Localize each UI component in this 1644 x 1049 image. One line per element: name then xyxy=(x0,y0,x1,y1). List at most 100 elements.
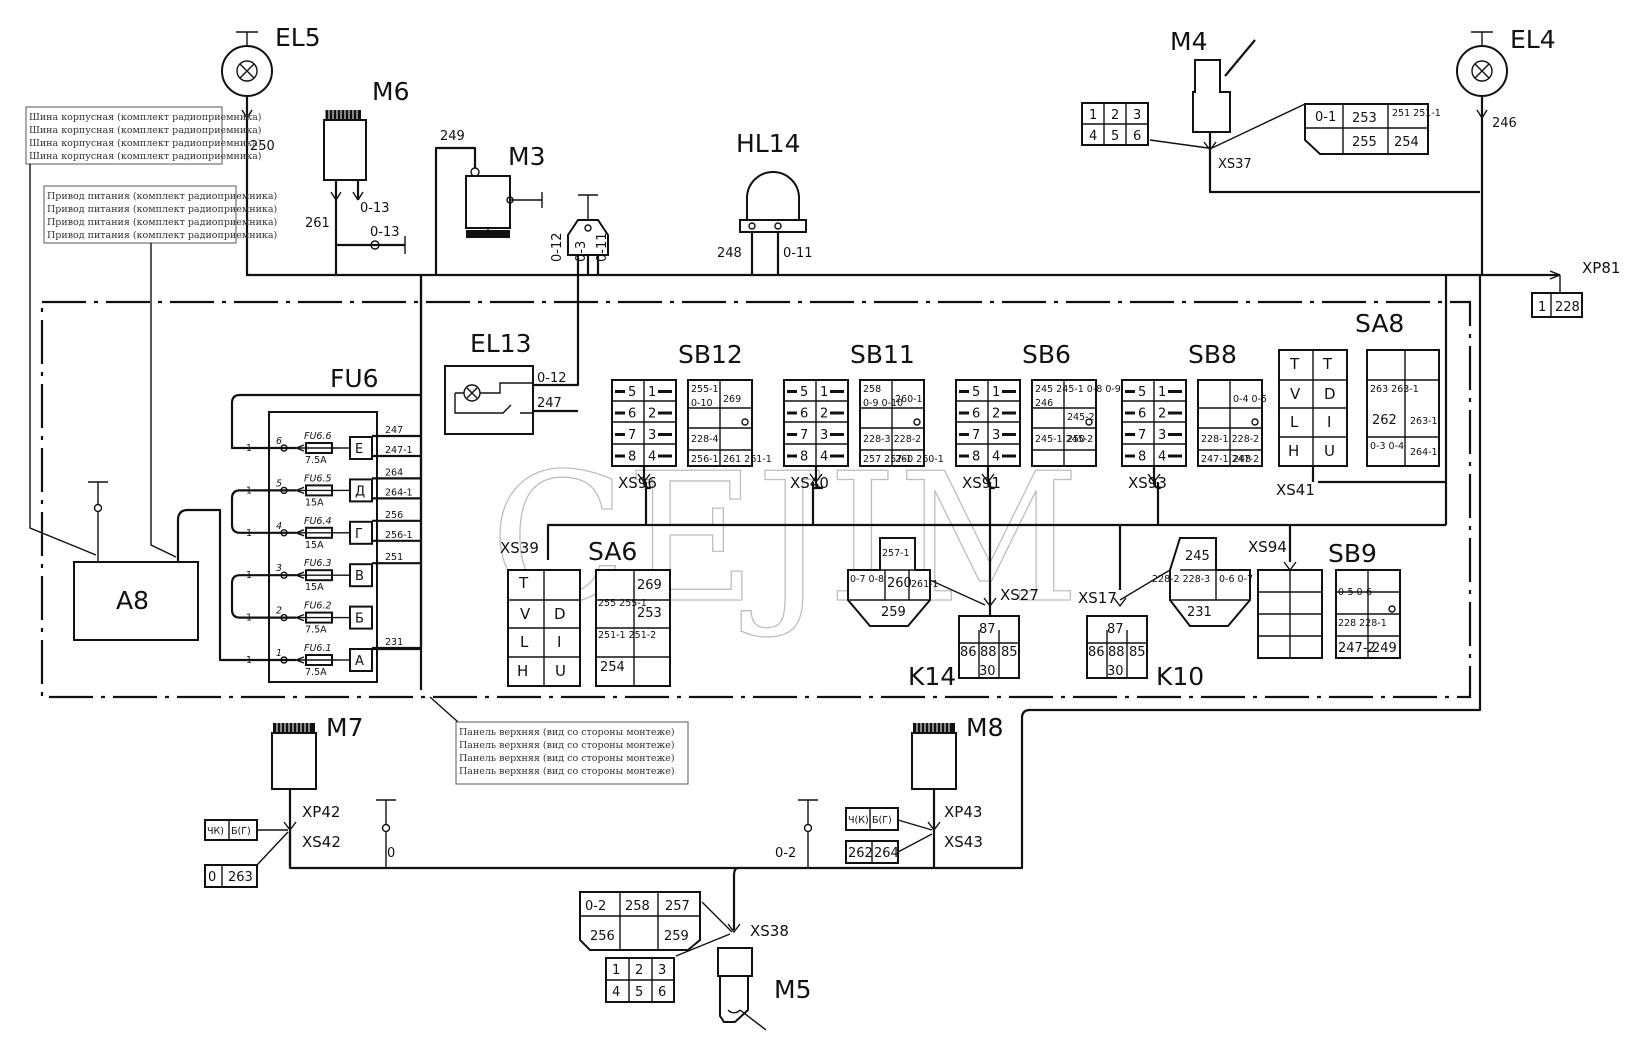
svg-text:86: 86 xyxy=(960,645,977,660)
wire-0-13b: 0-13 xyxy=(370,225,400,240)
switch-label: SB6 xyxy=(1022,340,1071,369)
fuse-left-number: 1 xyxy=(246,613,252,624)
svg-text:1: 1 xyxy=(612,963,620,978)
svg-text:228 228-1: 228 228-1 xyxy=(1338,618,1387,629)
fuse-rows: FU6.67.5AЕ61247247-1FU6.515AД51264264-1F… xyxy=(230,275,423,678)
svg-text:XS43: XS43 xyxy=(944,833,983,851)
svg-text:XS39: XS39 xyxy=(500,539,539,557)
sb9-switch: SB9 XS94 0-5 0-6 228 228-1 247-2 249 xyxy=(1248,538,1401,659)
switch-pin: 1 xyxy=(1158,385,1166,400)
fuse-output-wire: 247 xyxy=(385,425,403,436)
svg-text:4: 4 xyxy=(1089,129,1097,144)
switch-connector: XS96 xyxy=(618,474,657,492)
svg-text:D: D xyxy=(554,605,566,623)
switch-grid-cell: 250 xyxy=(1067,434,1085,445)
fu6-label: FU6 xyxy=(330,364,379,393)
svg-text:0-7 0-8: 0-7 0-8 xyxy=(850,574,884,585)
svg-text:259: 259 xyxy=(664,929,689,944)
fuse-id: FU6.4 xyxy=(304,516,332,527)
switch-pin: 7 xyxy=(1138,428,1146,443)
m5-motor: XS38 M5 0-2 258 257 256 259 1 2 3 4 5 6 xyxy=(579,866,811,1031)
m4-label: M4 xyxy=(1170,27,1207,56)
switch-pin: 5 xyxy=(800,385,808,400)
m6-motor: M6 261 0-13 0-13 xyxy=(305,77,409,275)
svg-text:L: L xyxy=(520,633,529,651)
hl14-lamp: HL14 248 0-11 xyxy=(717,129,813,275)
svg-text:0-11: 0-11 xyxy=(595,232,610,262)
svg-text:Панель верхняя (вид со стороны: Панель верхняя (вид со стороны монтеже) xyxy=(459,740,675,751)
note-power-drive: Привод питания (комплект радиоприемника)… xyxy=(43,185,277,558)
el13-label: EL13 xyxy=(470,329,532,358)
a8-label: A8 xyxy=(116,586,149,615)
svg-text:XS41: XS41 xyxy=(1276,481,1315,499)
fuse-letter: В xyxy=(355,569,364,584)
sa8-switch: SA8 T T V D L I H U 263 263-1 262 263-1 … xyxy=(1276,309,1446,499)
svg-text:263-1: 263-1 xyxy=(1410,416,1438,427)
svg-text:Шина корпусная (комплект радио: Шина корпусная (комплект радиоприемника) xyxy=(29,151,262,162)
switch-grid-cell: 255-1 xyxy=(691,384,719,395)
fuse-output-wire: 264-1 xyxy=(385,487,413,498)
svg-text:T: T xyxy=(1289,355,1300,373)
switch-grid-cell: 0-9 0-10 xyxy=(863,398,903,409)
fuse-left-number: 1 xyxy=(246,443,252,454)
fu6-feed xyxy=(230,393,421,450)
svg-text:0-11: 0-11 xyxy=(783,246,813,261)
svg-text:86: 86 xyxy=(1088,645,1105,660)
svg-text:85: 85 xyxy=(1129,645,1146,660)
svg-text:0-1: 0-1 xyxy=(1315,110,1336,125)
svg-text:247-2: 247-2 xyxy=(1338,641,1376,656)
fuse-letter: Е xyxy=(355,442,363,457)
k10-relay: 245 228-2 228-3 0-6 0-7 231 87 86 88 85 … xyxy=(1078,537,1253,691)
switch-pin: 1 xyxy=(648,385,656,400)
svg-text:0: 0 xyxy=(387,846,395,861)
m4-switch: M4 XS37 xyxy=(1149,27,1480,194)
fuse-letter: Б xyxy=(355,612,364,627)
fuse-id: FU6.2 xyxy=(304,601,332,612)
svg-text:245: 245 xyxy=(1185,549,1210,564)
switch-pin: 8 xyxy=(972,450,980,465)
switch-pin: 3 xyxy=(1158,428,1166,443)
svg-text:255: 255 xyxy=(1352,135,1377,150)
fuse-rating: 7.5A xyxy=(305,625,327,636)
svg-text:263 263-1: 263 263-1 xyxy=(1370,384,1419,395)
fuse-number: 5 xyxy=(276,478,282,489)
switch-pin: 2 xyxy=(820,407,828,422)
svg-text:263: 263 xyxy=(228,870,253,885)
switch-grid-cell: 0-4 0-5 xyxy=(1233,394,1267,405)
a8-unit: A8 xyxy=(73,481,253,662)
svg-text:0-3 0-4: 0-3 0-4 xyxy=(1370,441,1404,452)
switch-grid-cell: 258 xyxy=(863,384,881,395)
fuse-rating: 7.5A xyxy=(305,667,327,678)
switch-grid-cell: 247-1 247-2 xyxy=(1201,454,1259,465)
fuse-number: 6 xyxy=(276,436,282,447)
switch-pin: 6 xyxy=(800,407,808,422)
svg-text:XS42: XS42 xyxy=(302,833,341,851)
svg-text:Привод питания (комплект радио: Привод питания (комплект радиоприемника) xyxy=(47,204,277,215)
switch-label: SB11 xyxy=(850,340,915,369)
svg-text:4: 4 xyxy=(612,985,620,1000)
svg-text:257: 257 xyxy=(665,899,690,914)
svg-text:30: 30 xyxy=(979,664,996,679)
svg-text:85: 85 xyxy=(1001,645,1018,660)
svg-text:253: 253 xyxy=(1352,111,1377,126)
fuse-id: FU6.1 xyxy=(304,643,332,654)
svg-text:228: 228 xyxy=(1555,300,1580,315)
svg-text:U: U xyxy=(555,662,566,680)
ground-junction: 0-12 0-3 0-11 xyxy=(550,194,610,275)
svg-text:264: 264 xyxy=(874,846,899,861)
svg-text:XP81: XP81 xyxy=(1582,259,1620,277)
svg-text:V: V xyxy=(520,605,531,623)
svg-text:88: 88 xyxy=(980,645,997,660)
m3-motor: M3 249 xyxy=(434,129,545,275)
svg-text:Б(Г): Б(Г) xyxy=(231,826,251,837)
switch-label: SB12 xyxy=(678,340,743,369)
svg-text:ЧК): ЧК) xyxy=(207,826,224,837)
svg-text:XP43: XP43 xyxy=(944,803,982,821)
fuse-id: FU6.6 xyxy=(304,431,332,442)
switch-pin: 2 xyxy=(992,407,1000,422)
svg-text:1: 1 xyxy=(1538,300,1546,315)
svg-text:228-2 228-3: 228-2 228-3 xyxy=(1152,574,1210,585)
m4-connector-left: 1 2 3 4 5 6 xyxy=(1081,102,1149,146)
switch-pin: 7 xyxy=(628,428,636,443)
svg-text:Б(Г): Б(Г) xyxy=(872,815,892,826)
